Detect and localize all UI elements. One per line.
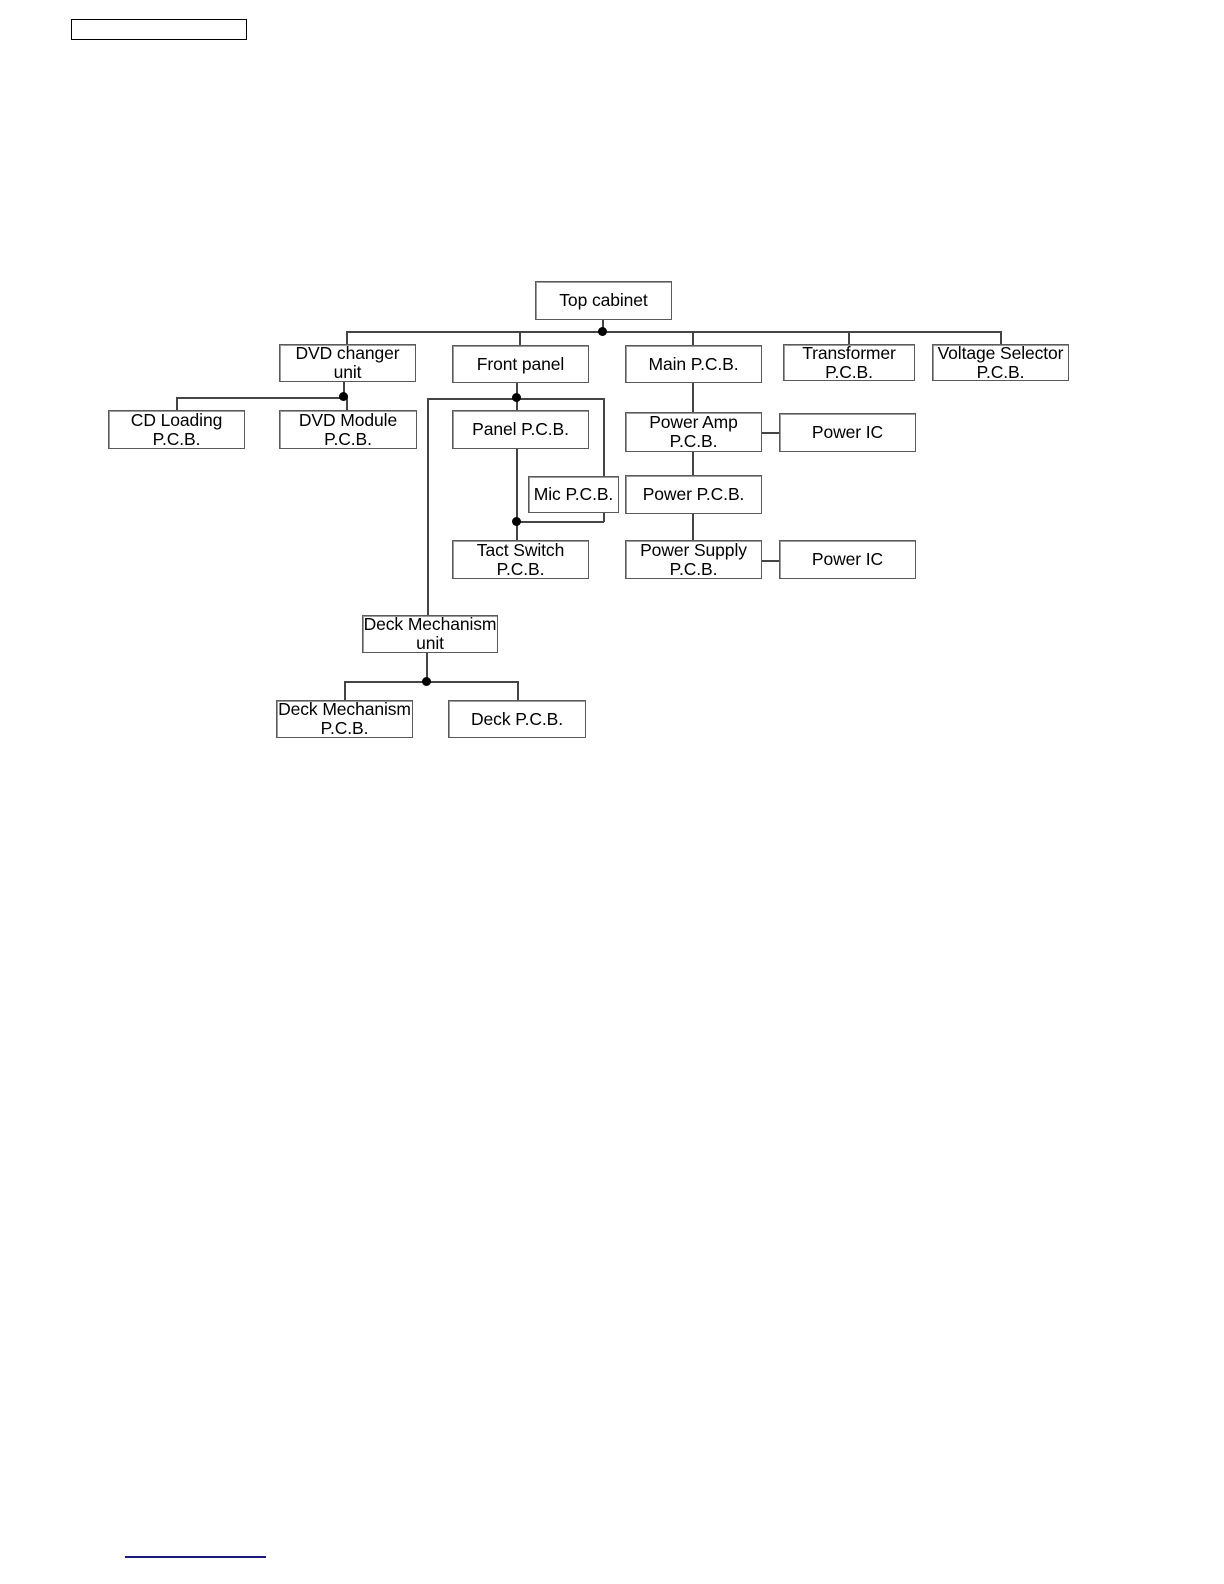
node-tact-switch-pcb[interactable]: Tact Switch P.C.B. (452, 540, 589, 579)
node-dvd-module-pcb[interactable]: DVD Module P.C.B. (279, 410, 417, 449)
node-voltage-selector-pcb[interactable]: Voltage Selector P.C.B. (932, 343, 1069, 381)
footer-rule (125, 1556, 266, 1558)
node-dvd-changer-unit[interactable]: DVD changer unit (279, 344, 416, 382)
edge-to-dvd-module (346, 397, 348, 411)
edge-dvd-changer-stem (343, 382, 345, 398)
edge-to-main-pcb (692, 331, 694, 346)
edge-front-panel-stem (516, 383, 518, 399)
edge-to-deck-mechanism-pcb (344, 681, 346, 701)
edge-dvd-changer-bus (176, 397, 346, 399)
edge-deck-unit-stem (426, 653, 428, 683)
junction-top-cabinet (598, 327, 607, 336)
edge-to-cd-loading (176, 397, 178, 411)
edge-to-panel-pcb (516, 398, 518, 411)
node-power-ic-bottom[interactable]: Power IC (779, 540, 916, 579)
node-deck-pcb[interactable]: Deck P.C.B. (448, 700, 586, 738)
edge-to-voltage-selector (1000, 331, 1002, 345)
edge-power-amp-to-power-pcb (692, 452, 694, 476)
edge-to-mic-pcb-down (603, 398, 605, 522)
edge-power-amp-to-power-ic (762, 432, 780, 434)
edge-top-cabinet-stem (602, 320, 604, 333)
edge-power-supply-to-power-ic (762, 560, 780, 562)
node-cd-loading-pcb[interactable]: CD Loading P.C.B. (108, 410, 245, 449)
node-deck-mechanism-pcb[interactable]: Deck Mechanism P.C.B. (276, 700, 413, 738)
edge-mic-pcb-return (516, 521, 604, 523)
edge-to-transformer-pcb (848, 331, 850, 345)
node-transformer-pcb[interactable]: Transformer P.C.B. (783, 343, 915, 381)
edge-to-deck-mechanism-unit (427, 398, 429, 616)
edge-top-cabinet-bus (346, 331, 1001, 333)
node-deck-mechanism-unit[interactable]: Deck Mechanism unit (362, 614, 498, 653)
edge-panel-to-tact-switch (516, 449, 518, 541)
node-panel-pcb[interactable]: Panel P.C.B. (452, 410, 589, 449)
node-main-pcb[interactable]: Main P.C.B. (625, 345, 762, 383)
node-front-panel[interactable]: Front panel (452, 345, 589, 383)
header-empty-box (71, 19, 247, 40)
junction-tact-switch (512, 517, 521, 526)
junction-front-panel (512, 393, 521, 402)
edge-to-deck-pcb (517, 681, 519, 701)
edge-deck-unit-bus (344, 681, 518, 683)
node-power-amp-pcb[interactable]: Power Amp P.C.B. (625, 412, 762, 452)
junction-deck-mechanism (422, 677, 431, 686)
edge-to-front-panel (519, 331, 521, 346)
node-power-pcb[interactable]: Power P.C.B. (625, 475, 762, 514)
edge-main-to-power-amp (692, 383, 694, 413)
node-top-cabinet[interactable]: Top cabinet (535, 281, 672, 320)
edge-power-to-power-supply (692, 514, 694, 541)
junction-dvd-changer (339, 392, 348, 401)
node-mic-pcb[interactable]: Mic P.C.B. (528, 476, 619, 513)
node-power-ic-top[interactable]: Power IC (779, 413, 916, 452)
edge-to-dvd-changer (346, 331, 348, 345)
node-power-supply-pcb[interactable]: Power Supply P.C.B. (625, 540, 762, 579)
